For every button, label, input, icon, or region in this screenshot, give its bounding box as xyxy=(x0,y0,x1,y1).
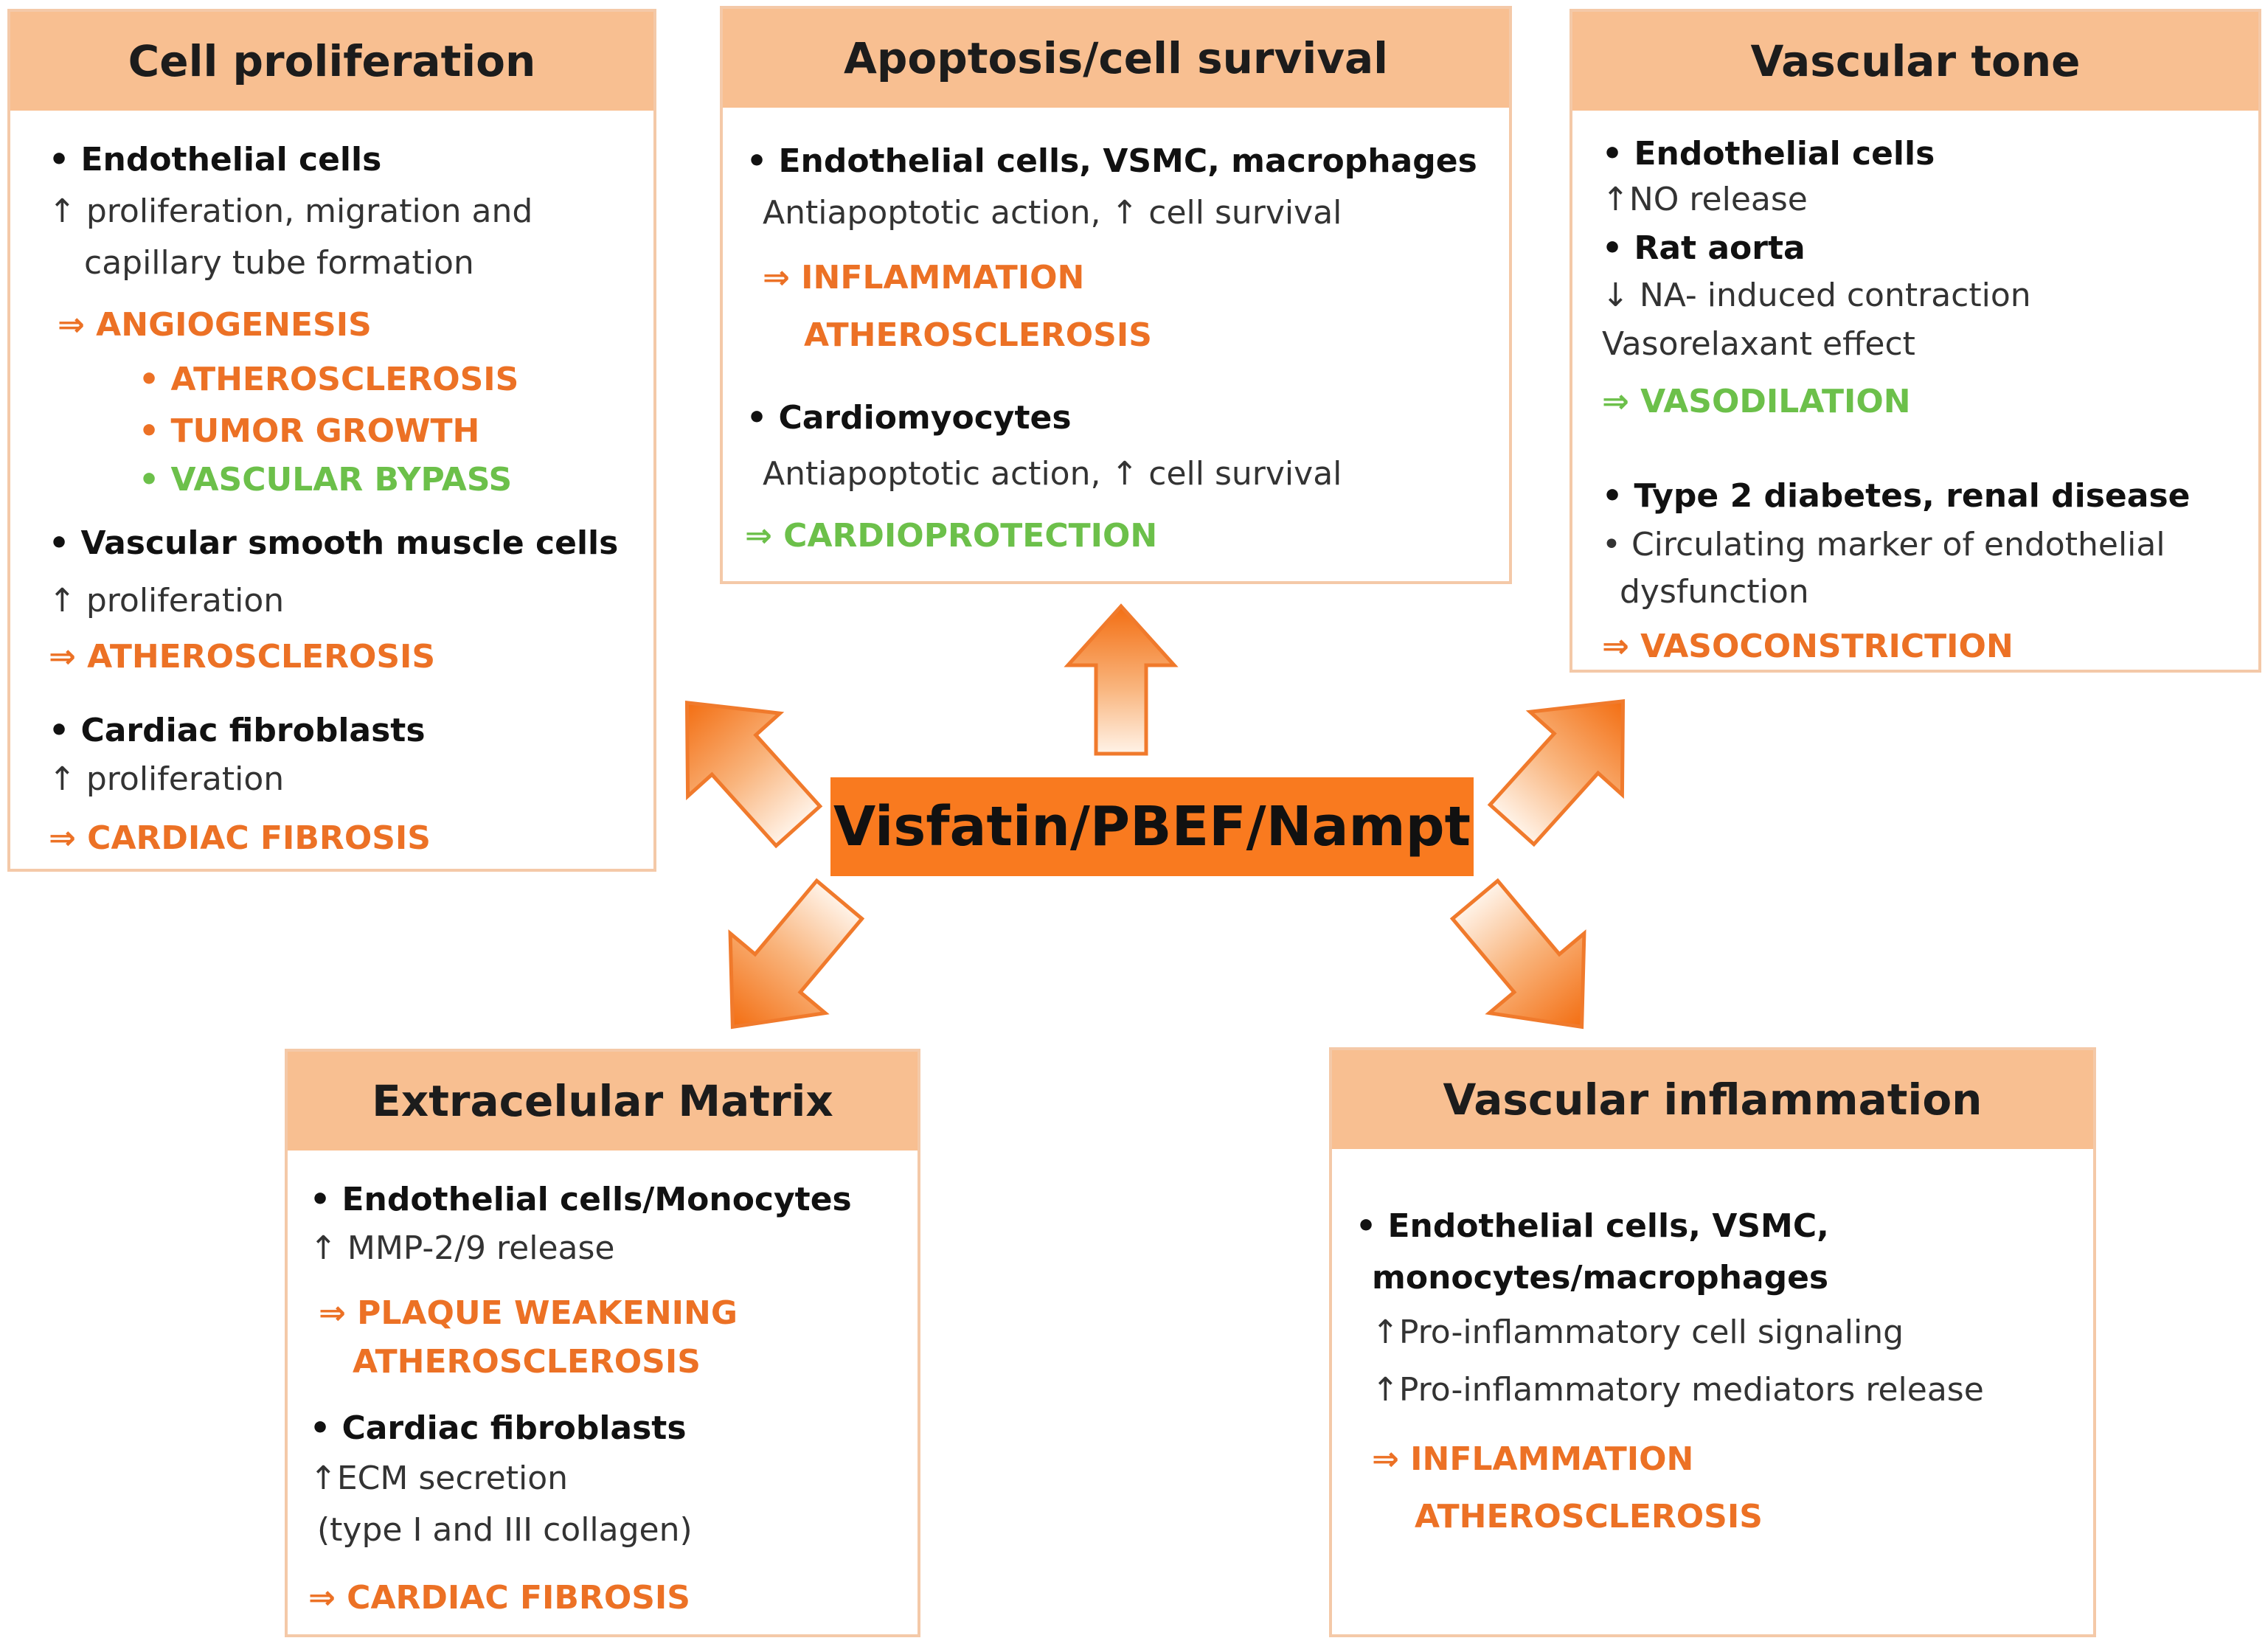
text-line: ATHEROSCLEROSIS xyxy=(353,1343,701,1381)
text-line: (type I and III collagen) xyxy=(317,1511,693,1549)
text-line: • Endothelial cells xyxy=(49,141,382,178)
text-line: ↑ proliferation, migration and xyxy=(49,192,533,230)
arrow-up-left xyxy=(684,700,823,849)
box-title: Vascular tone xyxy=(1572,12,2258,111)
text-line: capillary tube formation xyxy=(84,244,474,282)
box-title: Extracelular Matrix xyxy=(288,1052,918,1150)
text-line: ⇒ VASOCONSTRICTION xyxy=(1602,628,2013,665)
text-line: • Type 2 diabetes, renal disease xyxy=(1602,477,2191,515)
text-line: ↑ proliferation xyxy=(49,582,285,620)
center-label: Visfatin/PBEF/Nampt xyxy=(830,777,1474,876)
text-line: • VASCULAR BYPASS xyxy=(139,461,513,499)
text-line: ATHEROSCLEROSIS xyxy=(1415,1498,1763,1535)
text-line: ⇒ CARDIAC FIBROSIS xyxy=(49,819,431,857)
text-line: ↑Pro-inflammatory cell signaling xyxy=(1372,1313,1904,1351)
text-line: ↑ MMP-2/9 release xyxy=(310,1229,615,1267)
text-line: ⇒ VASODILATION xyxy=(1602,383,1911,420)
text-line: ⇒ ANGIOGENESIS xyxy=(58,306,372,344)
text-line: • Rat aorta xyxy=(1602,229,1806,267)
text-line: ⇒ INFLAMMATION xyxy=(1372,1440,1694,1478)
text-line: monocytes/macrophages xyxy=(1372,1259,1829,1297)
text-line: ↑NO release xyxy=(1602,181,1808,218)
text-line: ⇒ CARDIOPROTECTION xyxy=(745,517,1158,555)
box-cell-proliferation: Cell proliferation • Endothelial cells ↑… xyxy=(7,9,656,872)
box-title: Apoptosis/cell survival xyxy=(723,9,1509,108)
text-line: • Endothelial cells/Monocytes xyxy=(310,1181,852,1218)
text-line: Antiapoptotic action, ↑ cell survival xyxy=(763,194,1342,232)
text-line: ⇒ ATHEROSCLEROSIS xyxy=(49,638,436,676)
text-line: ↓ NA- induced contraction xyxy=(1602,277,2031,314)
text-line: ↑ proliferation xyxy=(49,760,285,798)
text-line: • Endothelial cells xyxy=(1602,135,1935,173)
text-line: • Cardiac fibroblasts xyxy=(310,1409,687,1447)
text-line: ATHEROSCLEROSIS xyxy=(804,316,1152,354)
text-line: ⇒ INFLAMMATION xyxy=(763,259,1085,296)
text-line: • TUMOR GROWTH xyxy=(139,412,480,450)
text-line: ↑Pro-inflammatory mediators release xyxy=(1372,1371,1984,1409)
box-title: Cell proliferation xyxy=(10,12,653,111)
text-line: • ATHEROSCLEROSIS xyxy=(139,361,519,398)
text-line: Antiapoptotic action, ↑ cell survival xyxy=(763,455,1342,493)
text-line: • Endothelial cells, VSMC, xyxy=(1356,1207,1829,1245)
text-line: • Endothelial cells, VSMC, macrophages xyxy=(746,142,1477,180)
text-line: Vasorelaxant effect xyxy=(1602,325,1915,363)
text-line: ⇒ PLAQUE WEAKENING xyxy=(319,1294,738,1332)
box-title: Vascular inflammation xyxy=(1332,1050,2093,1149)
arrow-up xyxy=(1064,603,1179,756)
box-vascular-tone: Vascular tone • Endothelial cells ↑NO re… xyxy=(1569,9,2261,673)
text-line: dysfunction xyxy=(1620,573,1809,611)
box-extracellular-matrix: Extracelular Matrix • Endothelial cells/… xyxy=(285,1049,920,1637)
text-line: • Cardiomyocytes xyxy=(746,399,1072,437)
arrow-up-right xyxy=(1487,698,1626,847)
text-line: ↑ECM secretion xyxy=(310,1460,569,1497)
text-line: ⇒ CARDIAC FIBROSIS xyxy=(308,1579,690,1617)
text-line: • Circulating marker of endothelial xyxy=(1602,526,2165,563)
arrow-down-right xyxy=(1449,878,1586,1030)
box-apoptosis-cell-survival: Apoptosis/cell survival • Endothelial ce… xyxy=(720,6,1512,584)
box-vascular-inflammation: Vascular inflammation • Endothelial cell… xyxy=(1329,1047,2096,1637)
text-line: • Cardiac fibroblasts xyxy=(49,712,426,749)
arrow-down-left xyxy=(728,878,865,1030)
text-line: • Vascular smooth muscle cells xyxy=(49,524,619,562)
